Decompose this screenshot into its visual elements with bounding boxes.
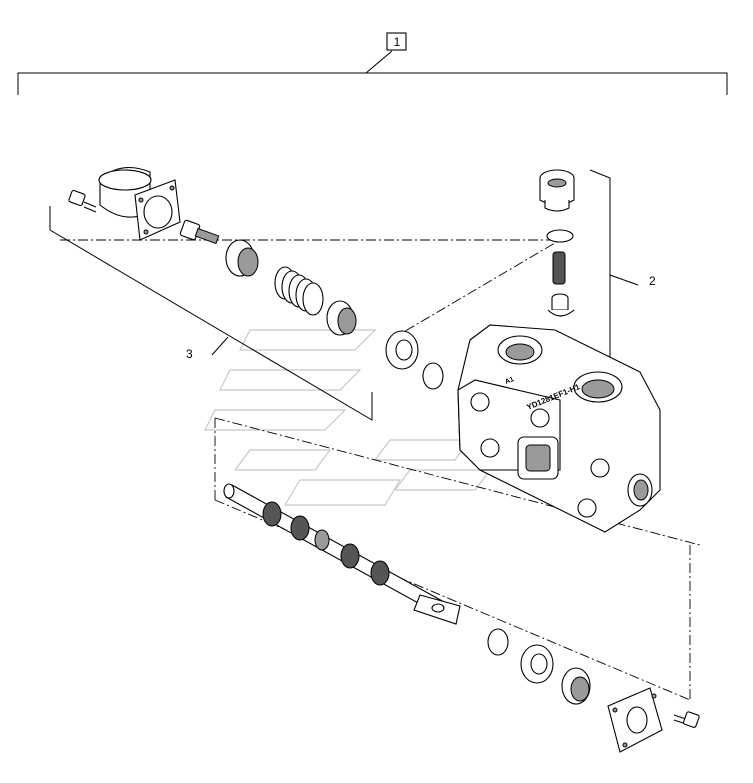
callout-1-label: 1 (394, 35, 401, 49)
watermark-logo (204, 329, 492, 506)
relief-valve-bracket: 2 (589, 169, 656, 359)
valve-body: YD1281EF1-H1 A1 (457, 324, 661, 533)
spring-seat-cup-2 (326, 300, 357, 336)
spring-seat-cup (225, 239, 259, 277)
spool-kit-bracket: 3 (49, 206, 373, 421)
seal-washer-upper (385, 330, 419, 370)
end-cap-plate (607, 687, 663, 753)
o-ring-lower (487, 628, 509, 656)
callout-2-label: 2 (649, 274, 656, 288)
callout-3-label: 3 (186, 347, 193, 361)
cap-screw-bottom (673, 711, 700, 728)
assembly-bracket: 1 (17, 32, 728, 95)
port-marking: A1 (504, 376, 515, 386)
relief-poppet (547, 293, 575, 317)
relief-valve-plug (539, 169, 575, 212)
coil-spring (274, 266, 324, 316)
o-ring-upper (422, 362, 444, 390)
relief-spring (552, 251, 566, 285)
spring-cap-housing (98, 166, 181, 241)
relief-o-ring (546, 229, 574, 243)
spool-seal-lower (561, 667, 591, 705)
control-spool (223, 483, 461, 625)
cap-screw-top (68, 189, 97, 213)
seal-washer-lower (520, 644, 554, 684)
spring-guide-bolt (179, 219, 220, 245)
